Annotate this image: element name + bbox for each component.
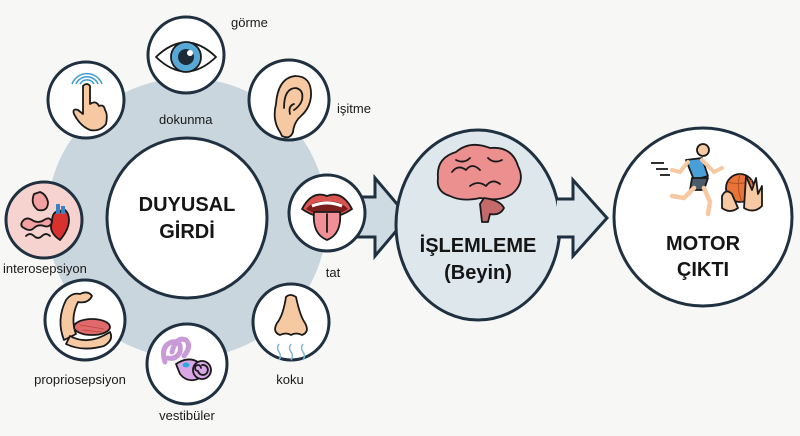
flexed-arm-muscle-icon: [59, 291, 113, 350]
inner-ear-icon: [161, 336, 212, 382]
sense-gorme: görme: [146, 15, 268, 95]
sensory-input-center: [105, 136, 269, 300]
sensory-input-title-line2: GİRDİ: [159, 220, 215, 243]
processing-title-line2: (Beyin): [444, 262, 512, 284]
sense-vestibuler: vestibüler: [145, 322, 229, 423]
sense-propriosepsiyon: propriosepsiyon: [34, 278, 127, 387]
processing-title-line1: İŞLEMLEME: [420, 234, 537, 257]
hands-catching-ball-icon: [721, 173, 763, 212]
sense-label-koku: koku: [276, 372, 303, 387]
ear-icon: [273, 75, 312, 139]
organs-heart-icon: [20, 191, 70, 241]
sensory-input-title-line1: DUYUSAL: [139, 194, 236, 216]
sense-label-gorme: görme: [231, 15, 268, 30]
motor-output-stage: MOTOR ÇIKTI: [612, 126, 794, 308]
processing-stage: İŞLEMLEME (Beyin): [394, 128, 562, 322]
sense-label-isitme: işitme: [337, 101, 371, 116]
sense-interosepsiyon: interosepsiyon: [3, 180, 87, 276]
arrow-processing-to-motor: [557, 176, 610, 260]
sense-label-dokunma: dokunma: [159, 112, 213, 127]
mouth-tongue-icon: [301, 193, 353, 241]
sense-koku: koku: [251, 282, 331, 387]
sense-label-interosepsiyon: interosepsiyon: [3, 261, 87, 276]
sense-dokunma: dokunma: [46, 60, 213, 140]
sense-label-tat: tat: [326, 265, 341, 280]
touch-finger-icon: [71, 72, 108, 132]
sense-isitme: işitme: [247, 58, 371, 142]
sense-label-propriosepsiyon: propriosepsiyon: [34, 372, 126, 387]
motor-title-line2: ÇIKTI: [677, 259, 729, 281]
motor-title-line1: MOTOR: [666, 233, 741, 255]
eye-icon: [155, 41, 217, 73]
sense-tat: tat: [287, 173, 367, 280]
running-person-icon: [651, 143, 724, 217]
nose-icon: [274, 294, 308, 361]
brain-icon: [436, 143, 522, 223]
sense-label-vestibuler: vestibüler: [159, 408, 215, 423]
